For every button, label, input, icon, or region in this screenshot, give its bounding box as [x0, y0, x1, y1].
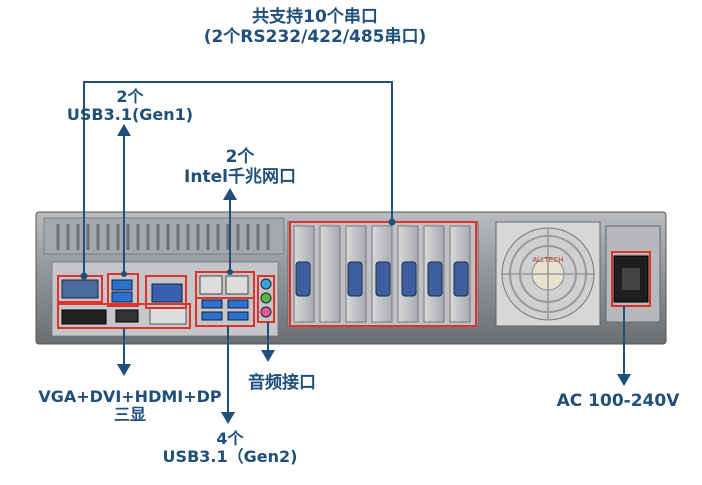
expansion-slots — [287, 221, 479, 327]
vga-highlight — [145, 275, 187, 309]
usb-gen1-label: 2个 USB3.1(Gen1) — [60, 87, 200, 125]
serial-dot — [80, 272, 88, 280]
serial-cards-highlight — [289, 221, 477, 327]
intel-lan-label-line2: Intel千兆网口 — [184, 166, 296, 187]
power-inlet — [605, 225, 661, 323]
video-outputs-label-line1: VGA+DVI+HDMI+DP — [38, 387, 222, 406]
usb-gen1-label-line2: USB3.1(Gen1) — [66, 105, 194, 125]
audio-label: 音频接口 — [248, 373, 316, 393]
serial-port-highlight — [57, 275, 103, 303]
fan-brand-text: ALLTECH — [533, 257, 564, 264]
intel-dot — [227, 269, 233, 275]
chassis-vents — [56, 224, 270, 250]
usb-gen1-dot — [121, 271, 127, 277]
usb-gen1-label-line1: 2个 — [116, 87, 144, 106]
io-ports — [61, 275, 272, 325]
usb-gen2-label-line1: 4个 — [216, 429, 244, 448]
video-outputs-label-line2: 三显 — [113, 405, 146, 425]
serial-ports-label: 共支持10个串口 (2个RS232/422/485串口) — [200, 7, 430, 47]
usb-gen2-label-line2: USB3.1（Gen2) — [162, 447, 298, 467]
cooling-fan: ALLTECH — [495, 221, 601, 327]
callout-lines — [83, 81, 625, 416]
serial-callout-line — [83, 81, 393, 276]
video-arrowhead — [117, 364, 131, 376]
usb-gen2-highlight — [195, 297, 255, 327]
power-highlight — [611, 251, 651, 307]
power-arrowhead — [617, 374, 631, 386]
highlight-boxes — [57, 221, 651, 329]
serial-cards-dot — [388, 218, 396, 226]
usb-gen2-label: 4个 USB3.1（Gen2) — [120, 429, 340, 467]
intel-lan-label-line1: 2个 — [225, 147, 255, 167]
intel-arrowhead — [223, 188, 237, 200]
intel-lan-label: 2个 Intel千兆网口 — [140, 147, 340, 187]
video-outputs-label: VGA+DVI+HDMI+DP 三显 — [20, 387, 240, 425]
power-label: AC 100-240V — [556, 391, 680, 411]
audio-arrowhead — [261, 350, 275, 362]
serial-ports-label-line1: 共支持10个串口 — [252, 7, 378, 27]
audio-highlight — [257, 275, 275, 323]
usb-gen1-arrowhead — [117, 124, 131, 136]
arrow-heads — [80, 124, 631, 424]
usb-gen2-arrowhead — [221, 412, 235, 424]
serial-ports-label-line2: (2个RS232/422/485串口) — [203, 26, 427, 47]
